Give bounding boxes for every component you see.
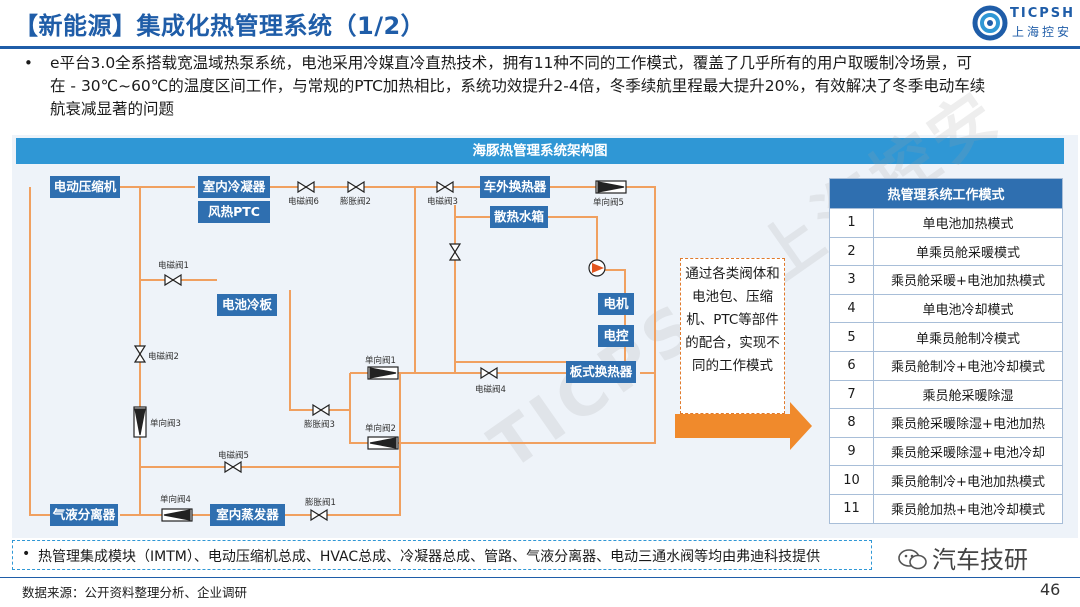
page-title: 【新能源】集成化热管理系统（1/2） <box>14 12 426 40</box>
label-cv3: 单向阀3 <box>150 419 181 429</box>
mode-name: 乘员舱采暖除湿+电池加热 <box>873 408 1063 438</box>
valve-icon <box>164 273 182 287</box>
mode-number: 4 <box>829 293 874 324</box>
mode-number: 6 <box>829 350 874 381</box>
wechat-icon <box>898 549 927 570</box>
valve-icon <box>347 180 365 194</box>
source-note: 数据来源：公开资料整理分析、企业调研 <box>22 585 248 600</box>
ticpsh-logo-icon <box>972 5 1008 41</box>
footer-box <box>12 540 872 570</box>
bullet-line-1: e平台3.0全系搭载宽温域热泵系统，电池采用冷媒直冷直热技术，拥有11种不同的工… <box>50 54 972 72</box>
label-cv5: 单向阀5 <box>593 198 624 208</box>
mode-name: 单乘员舱制冷模式 <box>873 322 1063 352</box>
node-plate-exchanger: 板式换热器 <box>566 361 636 383</box>
mode-number: 11 <box>829 493 874 524</box>
label-sv1: 电磁阀1 <box>158 261 189 271</box>
callout-box: 通过各类阀体和电池包、压缩机、PTC等部件的配合，实现不同的工作模式 <box>680 258 785 414</box>
node-evaporator: 室内蒸发器 <box>210 504 285 526</box>
title-bar: 【新能源】集成化热管理系统（1/2） TICPSH 上海控安 <box>0 0 1080 46</box>
source-rule <box>0 577 1080 578</box>
label-cv1: 单向阀1 <box>365 356 396 366</box>
mode-name: 乘员舱制冷+电池冷却模式 <box>873 350 1063 381</box>
title-rule <box>0 46 1080 49</box>
label-sv4: 电磁阀4 <box>475 385 506 395</box>
node-compressor: 电动压缩机 <box>50 176 120 198</box>
footer-text: 热管理集成模块（IMTM）、电动压缩机总成、HVAC总成、冷凝器总成、管路、气液… <box>38 549 821 565</box>
valve-icon <box>436 180 454 194</box>
mode-number: 9 <box>829 436 874 467</box>
label-sv6: 电磁阀6 <box>288 197 319 207</box>
mode-name: 乘员舱采暖除湿 <box>873 379 1063 410</box>
bullet-line-3: 航衰减显著的问题 <box>50 100 175 118</box>
valve-icon <box>310 508 328 522</box>
valve-icon <box>133 345 147 363</box>
label-sv5: 电磁阀5 <box>218 451 249 461</box>
mode-name: 单电池冷却模式 <box>873 293 1063 324</box>
mode-number: 2 <box>829 236 874 267</box>
mode-number: 10 <box>829 465 874 495</box>
check-valve-icon <box>367 436 399 450</box>
node-condenser: 室内冷凝器 <box>198 176 270 198</box>
wechat-account: 汽车技研 <box>932 546 1028 574</box>
label-ev1: 膨胀阀1 <box>305 498 336 508</box>
check-valve-icon <box>161 508 193 522</box>
logo-text-cn: 上海控安 <box>1012 25 1073 39</box>
valve-icon <box>224 460 242 474</box>
label-sv2: 电磁阀2 <box>148 352 179 362</box>
mode-number: 1 <box>829 208 874 238</box>
valve-icon <box>480 366 498 380</box>
page-number: 46 <box>1040 580 1061 599</box>
mode-name: 乘员舱制冷+电池加热模式 <box>873 465 1063 495</box>
node-motor: 电机 <box>598 293 634 315</box>
node-ptc: 风热PTC <box>198 201 270 223</box>
bullet-line-2: 在 - 30℃~60℃的温度区间工作，与常规的PTC加热相比，系统功效提升2-4… <box>50 77 986 95</box>
mode-name: 乘员舱加热+电池冷却模式 <box>873 493 1063 524</box>
mode-number: 8 <box>829 408 874 438</box>
mode-table-header: 热管理系统工作模式 <box>829 178 1063 209</box>
valve-icon <box>312 403 330 417</box>
pump-icon <box>588 259 606 277</box>
check-valve-icon <box>367 366 399 380</box>
node-battery-cooler: 电池冷板 <box>217 294 277 316</box>
diagram-header: 海豚热管理系统架构图 <box>16 138 1064 164</box>
mode-name: 单乘员舱采暖模式 <box>873 236 1063 267</box>
label-ev2: 膨胀阀2 <box>340 197 371 207</box>
node-outer-exchanger: 车外换热器 <box>480 176 550 198</box>
logo-text-en: TICPSH <box>1010 6 1076 21</box>
valve-icon <box>448 243 462 261</box>
mode-name: 乘员舱采暖+电池加热模式 <box>873 265 1063 295</box>
node-controller: 电控 <box>598 325 634 347</box>
label-cv2: 单向阀2 <box>365 424 396 434</box>
check-valve-icon <box>133 406 147 438</box>
node-separator: 气液分离器 <box>50 504 118 526</box>
node-radiator: 散热水箱 <box>490 206 548 228</box>
mode-number: 5 <box>829 322 874 352</box>
mode-number: 7 <box>829 379 874 410</box>
mode-number: 3 <box>829 265 874 295</box>
mode-name: 乘员舱采暖除湿+电池冷却 <box>873 436 1063 467</box>
check-valve-icon <box>595 180 627 194</box>
label-sv3: 电磁阀3 <box>427 197 458 207</box>
footer-bullet-dot: • <box>22 546 31 562</box>
valve-icon <box>297 180 315 194</box>
mode-name: 单电池加热模式 <box>873 208 1063 238</box>
label-ev3: 膨胀阀3 <box>304 420 335 430</box>
arrow-icon <box>675 402 812 450</box>
bullet-dot: • <box>24 54 33 72</box>
label-cv4: 单向阀4 <box>160 495 191 505</box>
